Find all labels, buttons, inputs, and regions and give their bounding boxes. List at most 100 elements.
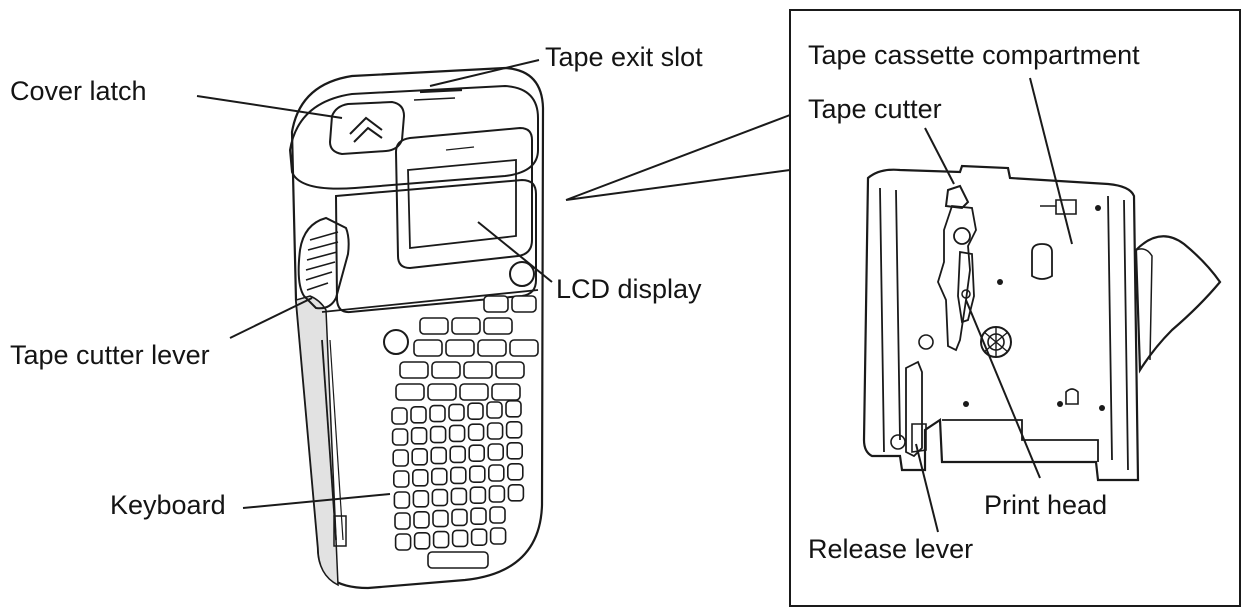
keyboard-key-36 [413,510,430,529]
keyboard-key-3 [448,403,465,422]
top-bracket [1040,199,1077,215]
leader-tape-exit-slot [429,59,540,87]
keyboard-key-7 [391,428,409,446]
print-head-plate [957,250,975,324]
right-wall-inner [1107,195,1129,471]
keyboard-key-27 [506,462,524,481]
keyboard-key-21 [392,470,410,488]
center-post [1031,243,1053,280]
pin-3 [1099,405,1105,411]
side-slot [321,339,337,541]
small-post [1065,388,1079,405]
keyboard-key-16 [430,446,448,465]
keyboard-key-46 [489,527,507,545]
keyboard-key-29 [412,489,430,508]
keyboard-key-15 [411,447,429,466]
leader-tape-cutter-lever [229,297,313,339]
keyboard-key-6 [505,399,522,418]
function-key-1 [451,317,481,335]
leader-tape-cassette-compartment [1029,77,1073,245]
leader-cover-latch [196,95,343,119]
cover-latch-chevron-icon [349,116,383,143]
keyboard-key-37 [432,509,449,528]
label-release-lever: Release lever [808,534,974,564]
brand-mark [445,146,475,151]
label-tape-cutter-lever: Tape cutter lever [10,340,210,370]
keyboard-key-8 [410,426,428,445]
detail-frame [789,9,1241,607]
function-key-2 [483,317,513,335]
keyboard-key-17 [449,445,467,464]
function-key-5 [413,339,443,357]
keyboard-key-43 [432,530,450,549]
function-key-13 [395,383,425,401]
floor-step [942,419,1099,462]
function-key-12 [495,361,525,379]
leader-release-lever [915,443,939,533]
keyboard-key-5 [486,401,503,419]
roller [918,334,934,350]
leader-lcd-display [477,221,553,283]
function-key-6 [445,339,475,357]
keyboard-key-41 [394,533,412,551]
print-head-pin [961,289,971,299]
cutter-arm [944,184,970,210]
release-lever-tab [911,423,927,453]
left-round-button [383,329,409,355]
keyboard-key-30 [431,488,449,507]
keyboard-key-31 [450,487,468,506]
keyboard-key-24 [449,466,467,485]
keyboard-key-18 [468,444,486,463]
leader-print-head [965,299,1041,479]
pin-2 [1095,205,1101,211]
lower-roller [890,434,906,450]
function-key-11 [463,361,493,379]
leader-lines [196,59,1073,533]
keyboard-key-33 [488,485,506,503]
label-cover-latch: Cover latch [10,76,147,106]
pin-5 [1057,401,1063,407]
keyboard-key-10 [448,424,466,443]
keyboard-key-20 [506,441,524,460]
keyboard-key-44 [451,529,469,548]
leader-keyboard [242,493,391,509]
keyboard-key-26 [487,464,505,482]
label-tape-cutter: Tape cutter [808,94,942,124]
keyboard-key-12 [486,422,504,440]
label-keyboard: Keyboard [110,490,226,520]
label-printer-illustration [288,66,545,590]
cutter-blade-assembly [937,205,977,352]
keyboard-key-28 [393,491,411,509]
label-tape-cassette-compartment: Tape cassette compartment [808,40,1140,70]
open-lid [1134,235,1222,374]
side-slot-2 [329,339,344,541]
tape-exit-slot-mark [419,88,463,94]
keyboard-key-11 [467,423,485,442]
function-key-10 [431,361,461,379]
keyboard-key-9 [429,425,447,444]
cassette-compartment-detail [862,164,1222,482]
keyboard-key-14 [392,449,410,467]
keyboard-keys [391,295,539,569]
keyboard-key-23 [430,467,448,486]
keyboard-key-1 [410,405,427,424]
display-housing [334,178,537,314]
release-lever-part [905,360,923,458]
keyboard-key-42 [413,531,431,550]
power-button [509,261,535,287]
compartment-housing [862,164,1140,482]
lid-edge [1135,248,1153,361]
keyboard-key-2 [429,404,446,423]
label-print-head: Print head [984,490,1108,520]
cutter-pivot [953,227,971,245]
label-lcd-display: LCD display [556,274,702,304]
tape-cutter-lever-body [297,216,350,310]
space-bar-key [427,551,489,569]
keyboard-key-25 [468,465,486,484]
left-wall-inner [879,187,901,453]
leader-tape-cutter [924,127,955,185]
keyboard-key-19 [487,443,505,461]
function-key-9 [399,361,429,379]
keyboard-key-0 [391,407,408,425]
callout-wedge [565,114,791,201]
